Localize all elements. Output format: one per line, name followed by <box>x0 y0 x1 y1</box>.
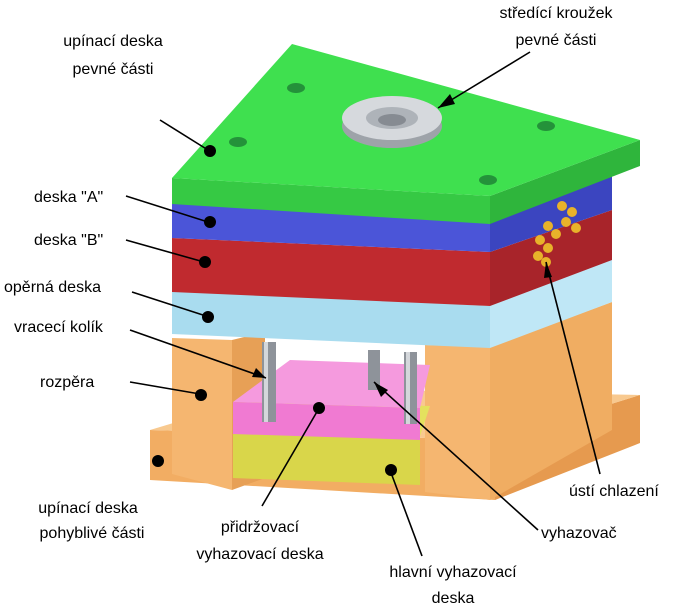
pins <box>262 342 417 424</box>
label-cooling-inlet: ústí chlazení <box>569 483 659 500</box>
label-main-ejector-plate-2: deska <box>432 590 475 607</box>
label-plate-a: deska "A" <box>34 189 103 206</box>
label-spacer: rozpěra <box>40 374 94 391</box>
label-sprue-ring-1: středící kroužek <box>500 5 614 22</box>
cooling-fittings <box>533 201 581 267</box>
label-support-plate: opěrná deska <box>4 279 101 296</box>
leader-dots <box>152 145 397 476</box>
labels: upínací deska pevné části středící krouž… <box>4 5 659 607</box>
leader-lines <box>125 51 601 557</box>
label-retainer-plate-2: vyhazovací deska <box>196 546 323 563</box>
label-plate-b: deska "B" <box>34 232 103 249</box>
label-main-ejector-plate-1: hlavní vyhazovací <box>389 564 517 581</box>
arrow-heads <box>252 94 552 397</box>
label-moving-clamp-plate-1: upínací deska <box>38 500 138 517</box>
label-fixed-clamp-plate-1: upínací deska <box>63 33 163 50</box>
label-ejector-pin: vyhazovač <box>541 525 617 542</box>
label-moving-clamp-plate-2: pohyblivé části <box>40 525 145 542</box>
plate-b <box>172 210 612 306</box>
label-return-pin: vracecí kolík <box>14 319 104 336</box>
spacer-blocks <box>172 302 612 500</box>
centering-ring <box>342 96 442 148</box>
label-retainer-plate-1: přidržovací <box>221 519 300 536</box>
label-fixed-clamp-plate-2: pevné části <box>73 61 154 78</box>
ejector-plates <box>233 360 430 485</box>
label-sprue-ring-2: pevné části <box>516 32 597 49</box>
